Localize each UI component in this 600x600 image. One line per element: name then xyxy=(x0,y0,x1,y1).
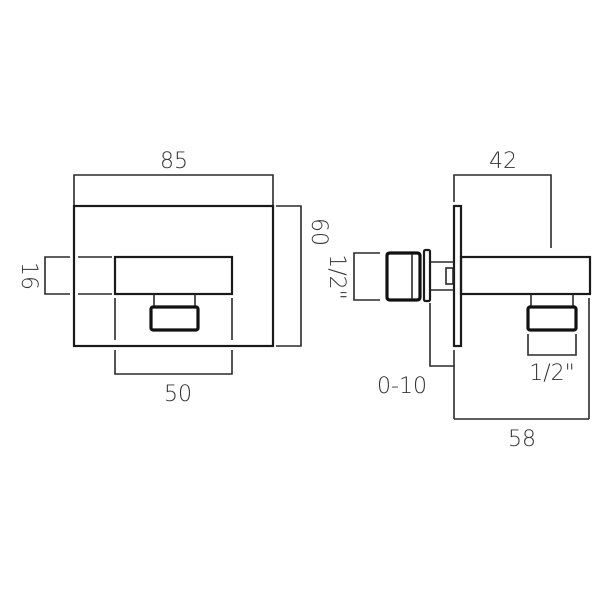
dim-wall-adjust-bracket xyxy=(429,303,455,367)
inlet-nut xyxy=(385,251,422,302)
arm-body xyxy=(113,255,234,296)
front-view: 85 60 16 50 xyxy=(16,149,331,407)
dim-projection-42-bracket xyxy=(453,174,552,248)
dim-arm-width-50-bracket xyxy=(114,350,233,375)
side-view: 42 1/2" 0-10 1/2" 58 xyxy=(324,149,592,452)
dim-outlet-thread-bracket xyxy=(527,334,577,356)
dim-arm-height-16-label: 16 xyxy=(16,262,41,290)
dim-inlet-thread-bracket xyxy=(353,252,380,301)
dim-height-60-bracket xyxy=(276,205,302,347)
dim-projection-42-label: 42 xyxy=(489,149,517,174)
grub-screw xyxy=(445,267,454,285)
dim-outlet-thread-label: 1/2" xyxy=(529,361,575,386)
side-arm-body xyxy=(459,255,592,296)
dim-arm-height-16-bracket xyxy=(44,256,70,295)
side-outlet-nut xyxy=(526,305,578,332)
dim-depth-58-label: 58 xyxy=(508,427,536,452)
dim-width-85-label: 85 xyxy=(160,149,188,174)
dim-height-60-label: 60 xyxy=(306,218,331,246)
dim-width-85-bracket xyxy=(73,174,274,205)
dim-inlet-thread-label: 1/2" xyxy=(324,254,349,300)
backplate-outline xyxy=(72,204,275,348)
outlet-nut xyxy=(149,305,200,332)
inlet-flange xyxy=(422,248,432,303)
dim-wall-adjust-label: 0-10 xyxy=(377,374,427,399)
dim-arm-width-50-label: 50 xyxy=(164,382,192,407)
